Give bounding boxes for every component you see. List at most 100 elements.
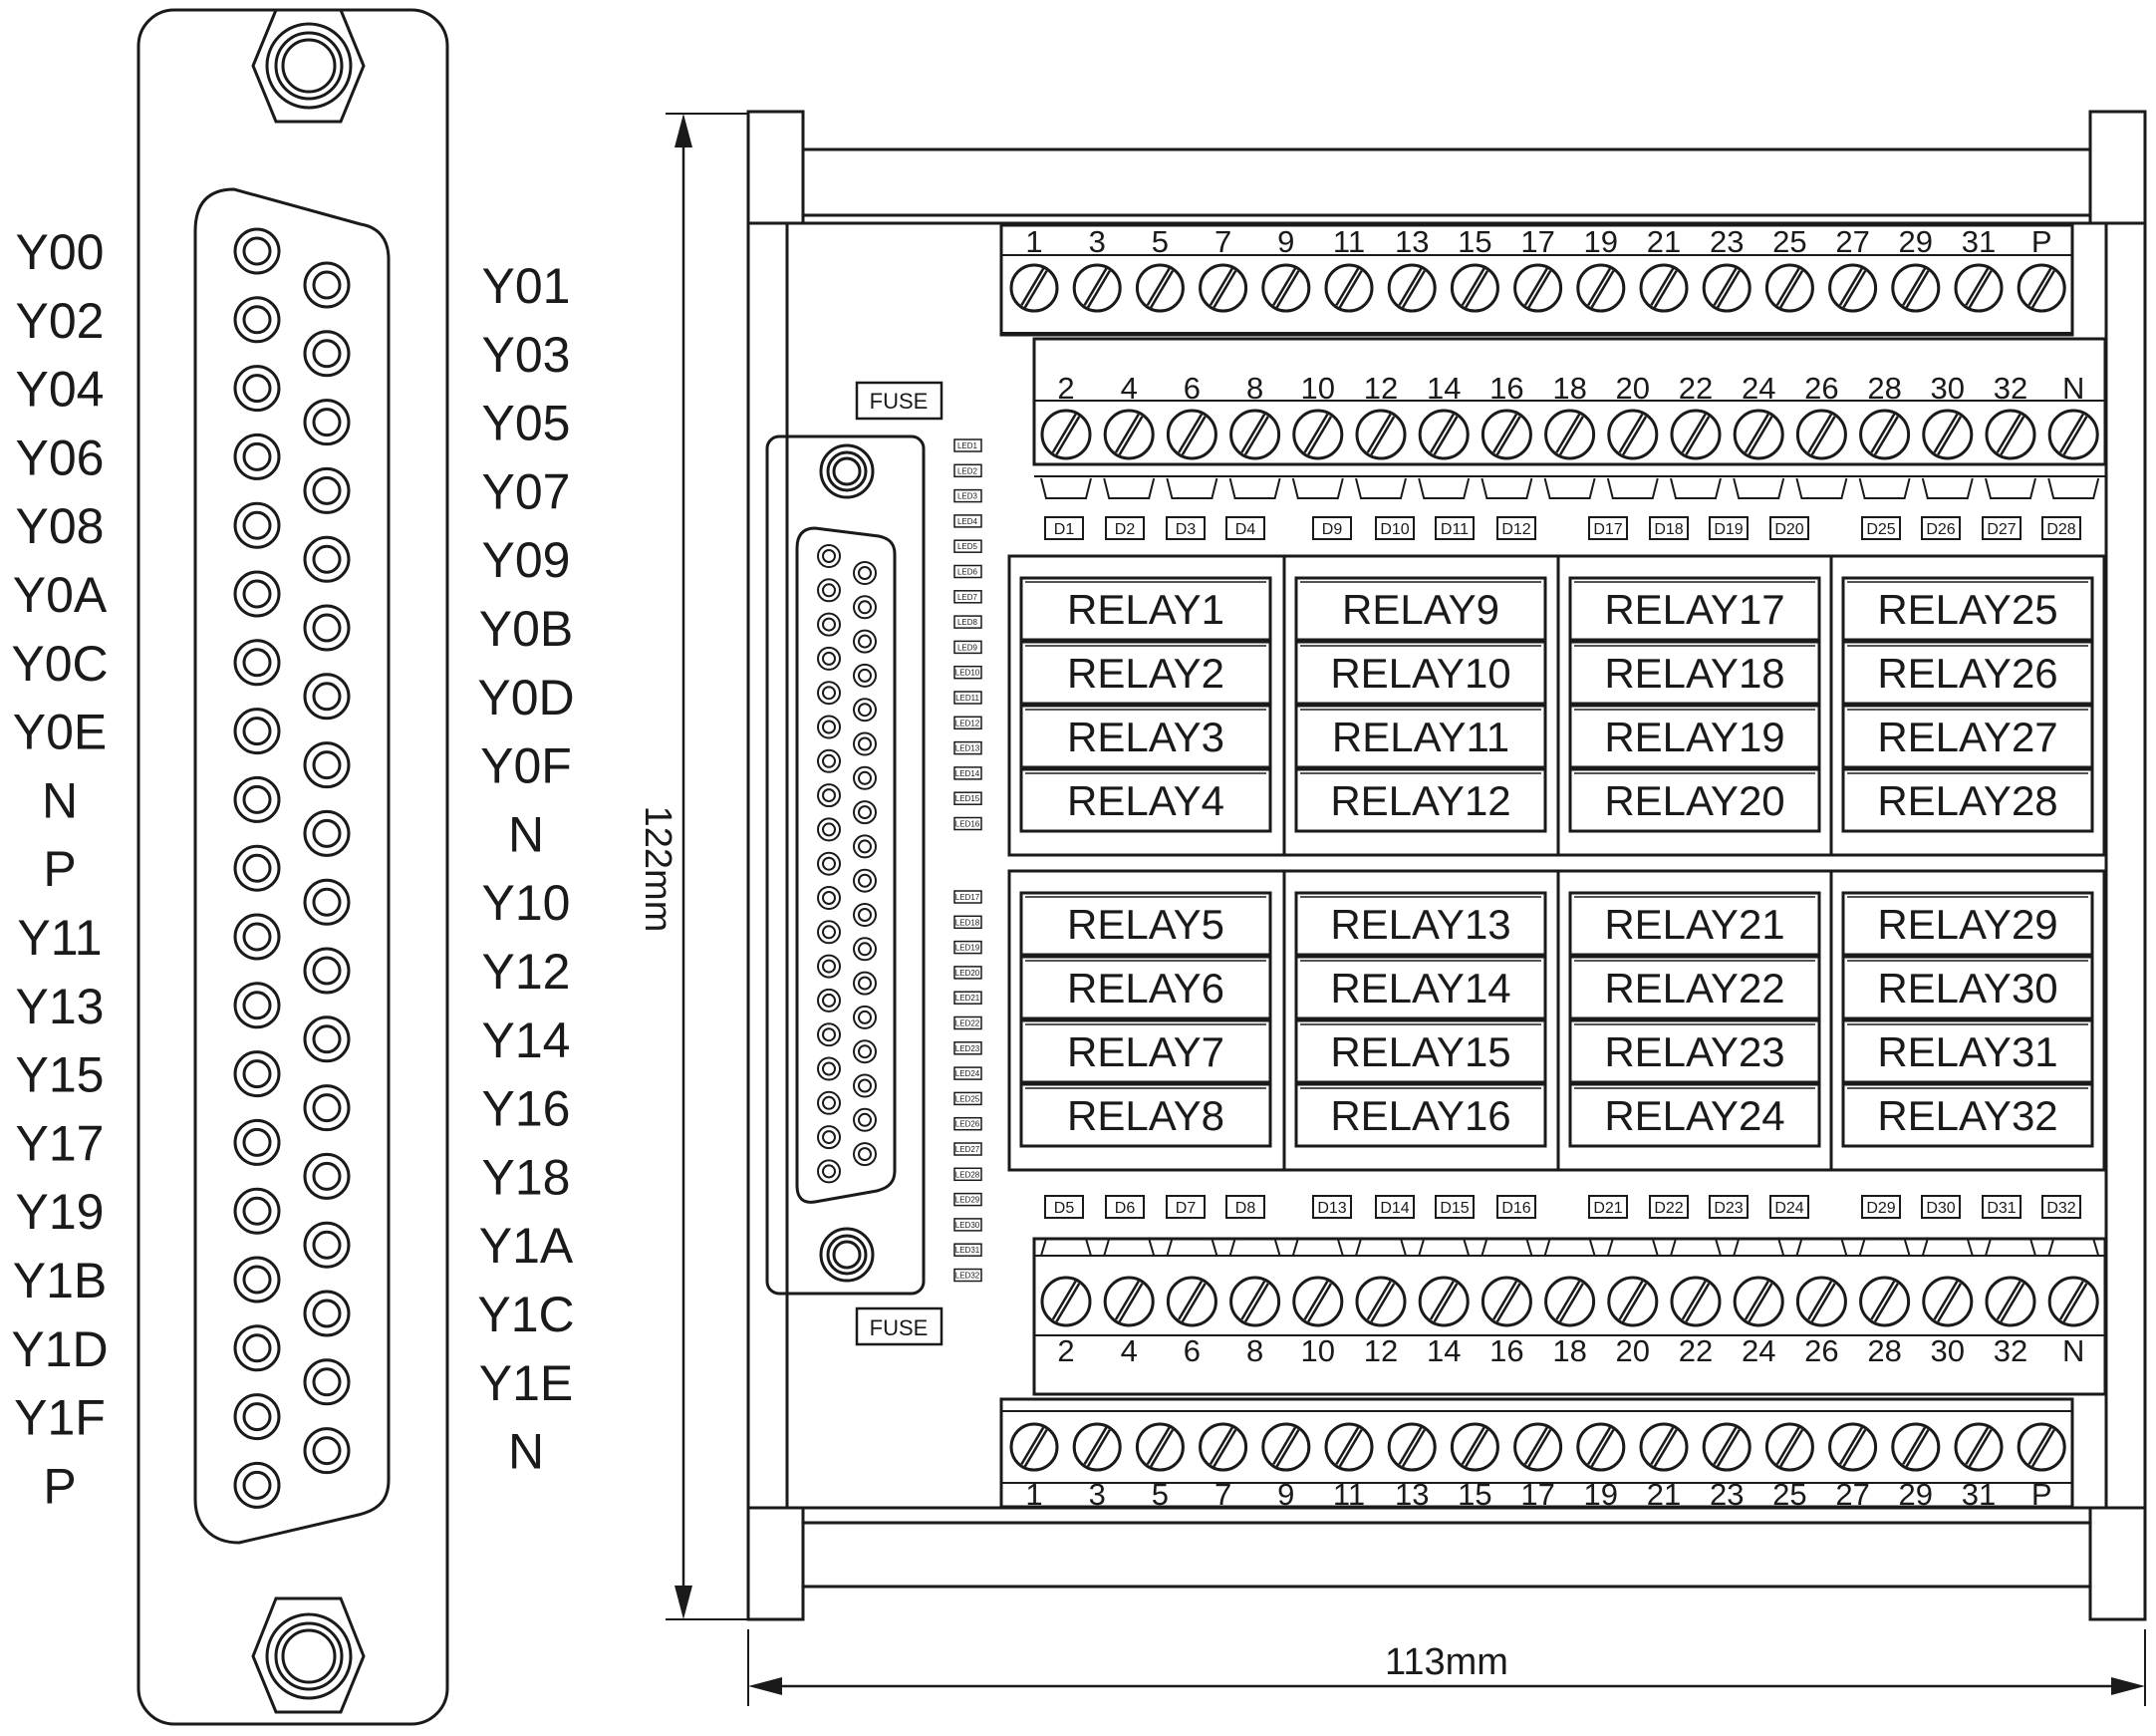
terminal-number: 20 [1616, 371, 1650, 406]
relay-label: RELAY8 [1067, 1092, 1224, 1139]
led: LED18 [953, 915, 982, 930]
terminal-number: 13 [1395, 224, 1429, 259]
terminal-number: 28 [1867, 1333, 1901, 1368]
terminal-screw [2047, 409, 2099, 460]
pin-label-right: Y07 [482, 463, 571, 519]
db-pin [303, 604, 351, 652]
led: LED10 [953, 665, 982, 680]
terminal-screw [1355, 1276, 1407, 1327]
terminal-number: 27 [1835, 224, 1869, 259]
diode-label: D30 [1926, 1200, 1955, 1217]
led-label: LED24 [955, 1069, 980, 1078]
pin-label-right: N [508, 1424, 544, 1480]
terminal-number: 10 [1301, 371, 1335, 406]
diode: D17 [1588, 516, 1628, 540]
db-pin [233, 982, 281, 1029]
relay-label: RELAY28 [1877, 777, 2057, 824]
diode-label: D28 [2046, 521, 2075, 538]
terminal-number: 12 [1364, 371, 1398, 406]
led-label: LED1 [957, 441, 978, 450]
diode-label: D10 [1380, 521, 1409, 538]
terminal-number: 13 [1395, 1477, 1429, 1512]
diode-label: D23 [1714, 1200, 1743, 1217]
board-db-pin [817, 851, 841, 876]
board-db-pin [853, 595, 877, 620]
led-label: LED16 [955, 820, 980, 829]
pin-label-right: Y05 [482, 396, 571, 451]
board-db-pin [817, 1125, 841, 1150]
relay: RELAY19 [1568, 704, 1821, 769]
pin-label-left: Y06 [16, 430, 105, 485]
relay: RELAY9 [1294, 576, 1547, 642]
height-dimension-label: 122mm [637, 806, 678, 933]
terminal-number: 15 [1458, 1477, 1491, 1512]
diode-label: D25 [1866, 521, 1895, 538]
terminal-screw [1040, 1276, 1092, 1327]
diode-label: D29 [1866, 1200, 1895, 1217]
diode: D13 [1312, 1195, 1352, 1219]
diode-label: D31 [1987, 1200, 2016, 1217]
diode: D18 [1649, 516, 1689, 540]
diode: D3 [1166, 516, 1206, 540]
relay-label: RELAY10 [1330, 650, 1510, 697]
terminal-screw [1199, 1422, 1248, 1472]
terminal-number: 20 [1616, 1333, 1650, 1368]
fuse-bottom-label: FUSE [870, 1315, 929, 1340]
relay-label: RELAY11 [1332, 714, 1509, 760]
pin-label-left: Y02 [16, 293, 105, 349]
board-db-pin [817, 612, 841, 637]
led: LED30 [953, 1218, 982, 1232]
terminal-number: 16 [1489, 371, 1523, 406]
terminal-screw [1135, 1422, 1185, 1472]
led-label: LED3 [957, 492, 978, 501]
pin-label-left: N [42, 772, 78, 828]
terminal-screw [1670, 409, 1722, 460]
board-db-pin [853, 1107, 877, 1132]
terminal-number: 25 [1772, 224, 1806, 259]
terminal-screw [1891, 263, 1941, 313]
pin-label-right: Y09 [482, 532, 571, 588]
diode-label: D15 [1440, 1200, 1469, 1217]
led: LED1 [953, 438, 982, 452]
terminal-screw [1544, 409, 1596, 460]
led-label: LED2 [957, 466, 978, 475]
terminal-number: 29 [1899, 1477, 1933, 1512]
diode-label: D22 [1654, 1200, 1683, 1217]
relay-label: RELAY7 [1067, 1028, 1224, 1075]
terminal-number: 28 [1867, 371, 1901, 406]
led-label: LED25 [955, 1094, 980, 1103]
terminal-number: 19 [1584, 1477, 1618, 1512]
terminal-number: 19 [1584, 224, 1618, 259]
led: LED4 [953, 514, 982, 528]
db-pin [233, 913, 281, 961]
board-db-pin [817, 920, 841, 945]
pin-label-left: Y0A [13, 567, 108, 623]
relay-label: RELAY5 [1067, 901, 1224, 948]
pin-label-left: Y08 [16, 498, 105, 554]
diode: D25 [1861, 516, 1901, 540]
led: LED15 [953, 791, 982, 805]
pin-label-left: Y00 [16, 224, 105, 280]
terminal-screw [1040, 409, 1092, 460]
diode: D1 [1044, 516, 1084, 540]
terminal-screw [1891, 1422, 1941, 1472]
led: LED32 [953, 1268, 982, 1283]
led-label: LED12 [955, 719, 980, 727]
pin-label-right: Y01 [482, 258, 571, 314]
led-label: LED5 [957, 542, 978, 551]
terminal-number: 14 [1427, 1333, 1461, 1368]
terminal-number: 17 [1520, 224, 1554, 259]
relay: RELAY2 [1019, 640, 1272, 706]
relay: RELAY22 [1568, 955, 1821, 1020]
db-pin [303, 1290, 351, 1337]
terminal-number: 30 [1931, 371, 1965, 406]
terminal-screw [1292, 1276, 1344, 1327]
relay-band: RELAY5RELAY6RELAY7RELAY8RELAY13RELAY14RE… [1007, 869, 2106, 1172]
diode-label: D18 [1654, 521, 1683, 538]
pin-labels-right: Y01Y03Y05Y07Y09Y0BY0DY0FNY10Y12Y14Y16Y18… [477, 258, 574, 1480]
terminal-number: 18 [1552, 1333, 1586, 1368]
terminal-screw [1166, 409, 1217, 460]
led-label: LED11 [955, 694, 979, 703]
